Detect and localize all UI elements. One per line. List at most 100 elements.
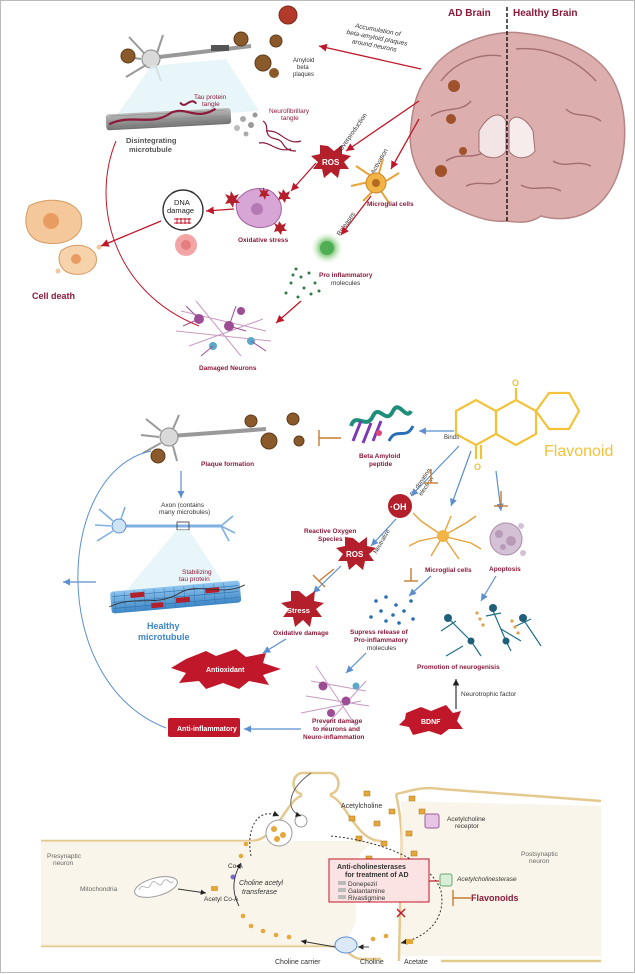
arrow-stress-to-dna [205, 206, 235, 215]
supress-label-2: Pro-inflammatory [354, 637, 408, 644]
arrow-release [290, 772, 312, 817]
drug1-label: Donepezil [348, 881, 377, 888]
zoom-cone [113, 59, 259, 121]
arrow-brain-to-plaques [318, 43, 422, 70]
prevent-label-2: to neurons and [313, 726, 360, 733]
arrow-ros-to-stress [312, 565, 342, 594]
choline-label: Choline [360, 959, 384, 966]
zoom-cone-b [119, 530, 229, 599]
arrow-carrier [300, 939, 336, 948]
ache-label: Acetylcholinesterase [456, 876, 517, 883]
neurogenesis-label: Promotion of neurogenisis [417, 664, 500, 671]
neurogenesis-somas [444, 604, 527, 645]
ros-label: ROS [322, 158, 340, 167]
beta-amyloid-peptide [349, 405, 415, 444]
antioxidant-burst [171, 649, 281, 689]
healthy-neuron [94, 506, 236, 542]
flavonoid-inhibit-c [452, 890, 471, 906]
mitochondria-label: Mitochondria [80, 886, 118, 893]
pro-inflammatory-dots [284, 267, 321, 299]
plaque-formation-label: Plaque formation [201, 461, 254, 468]
stabilizing-label-2: tau protein [179, 576, 210, 583]
nft-label-2: tangle [281, 115, 299, 122]
neurofibrillary-tangle [258, 120, 302, 152]
apoptosis-cell [489, 522, 526, 556]
arrow-pro-to-neurons [275, 300, 302, 324]
flavonoid-label: Flavonoid [544, 443, 613, 460]
neurotrophic-label: Neurotrophic factor [461, 691, 517, 698]
anti-inflammatory-box [168, 718, 240, 737]
microglial-cell-b [408, 512, 482, 560]
cat-label-2: transferase [242, 889, 277, 896]
flavonoid-structure [454, 388, 581, 459]
microglial-label-b: Microglial cells [425, 567, 472, 574]
bdnf-label: BDNF [421, 719, 441, 726]
plaque-neuron [140, 412, 305, 464]
amyloid-plaques [120, 5, 298, 78]
cycle-arrow [330, 835, 443, 945]
drug2-label: Galantamine [348, 888, 385, 895]
ros-star-b [336, 537, 376, 570]
arrow-brain-to-microglia [390, 118, 420, 170]
arrow-microtubule-to-neurons [105, 140, 200, 327]
feedback-curve [77, 450, 167, 729]
coa-label: Co-A [228, 863, 243, 870]
cell-death-label: Cell death [32, 291, 75, 301]
acetyl-coa-icon [211, 886, 218, 891]
mitochondria-cristae [138, 879, 174, 891]
inhibit-apoptosis [494, 491, 508, 507]
tau-fragments [234, 112, 258, 137]
presynaptic-label-1: Presynaptic [47, 853, 82, 860]
oxidative-stress-cell [225, 187, 291, 235]
healthy-label-2: microtubule [138, 632, 190, 642]
ach-receptor-label-2: receptor [455, 823, 480, 830]
vesicle [265, 819, 293, 847]
ad-brain-label: AD Brain [448, 8, 491, 19]
flavonoid-oxygen-bottom: O [474, 462, 481, 472]
prevent-label-1: Prevent damage [312, 718, 363, 725]
vesicle-small [294, 814, 308, 828]
binds-label: Binds [444, 435, 459, 441]
arrow-flavonoid-to-apoptosis [495, 470, 504, 512]
stress-star [281, 591, 324, 627]
drug1-icon [338, 881, 346, 885]
anti-che-box [328, 858, 430, 903]
arrow-damage-to-antioxidant [262, 638, 287, 654]
postsynaptic-label-2: neuron [529, 858, 550, 865]
inhibit-plaque [318, 430, 341, 446]
vesicle-ach-1 [271, 826, 277, 832]
drug2-icon [338, 888, 346, 892]
panel-c: Presynaptic neuron Postsynaptic neuron A… [41, 771, 602, 966]
arrow-mito [177, 888, 207, 895]
amyloid-label-3: plaques [293, 72, 314, 78]
arrow-brain-to-ros [345, 100, 420, 152]
acetate-icon [406, 939, 413, 944]
arrow-oh-to-ros [370, 518, 397, 547]
supress-label-3: molecules [367, 645, 397, 652]
anti-che-title-2: for treatment of AD [345, 872, 409, 879]
inhibit-ros [312, 568, 335, 588]
beta-amyloid-label-1: Beta Amyloid [359, 453, 400, 460]
brain-illustration [409, 7, 626, 223]
neurogenesis-chains [475, 611, 520, 635]
protected-neurons [300, 665, 370, 732]
disintegrating-label-1: Disintegrating [126, 136, 177, 145]
acetylcholine-label: Acetylcholine [341, 803, 382, 810]
neuron-with-plaques [120, 34, 252, 82]
microglial-cell [350, 158, 400, 204]
arrow-flavonoid-to-oh [410, 445, 460, 497]
acetate-label: Acetate [404, 959, 428, 966]
inhibit-microglia-release [404, 568, 418, 582]
arrow-cat [233, 862, 242, 907]
healthy-label-1: Healthy [147, 621, 180, 631]
axon-label-1: Axon (contains [161, 502, 205, 509]
panel-a: AD Brain Healthy Brain Amyloid beta plaq… [25, 5, 626, 372]
synapse-membranes [41, 771, 602, 963]
damaged-neurons [175, 300, 272, 357]
arrow-apoptosis-to-neurogenesis [480, 575, 497, 602]
postsynaptic-label-1: Postsynaptic [521, 851, 559, 858]
vesicle-ach-3 [274, 836, 280, 842]
inhibit-microglia [424, 469, 438, 484]
vesicle-ach-2 [280, 832, 286, 838]
